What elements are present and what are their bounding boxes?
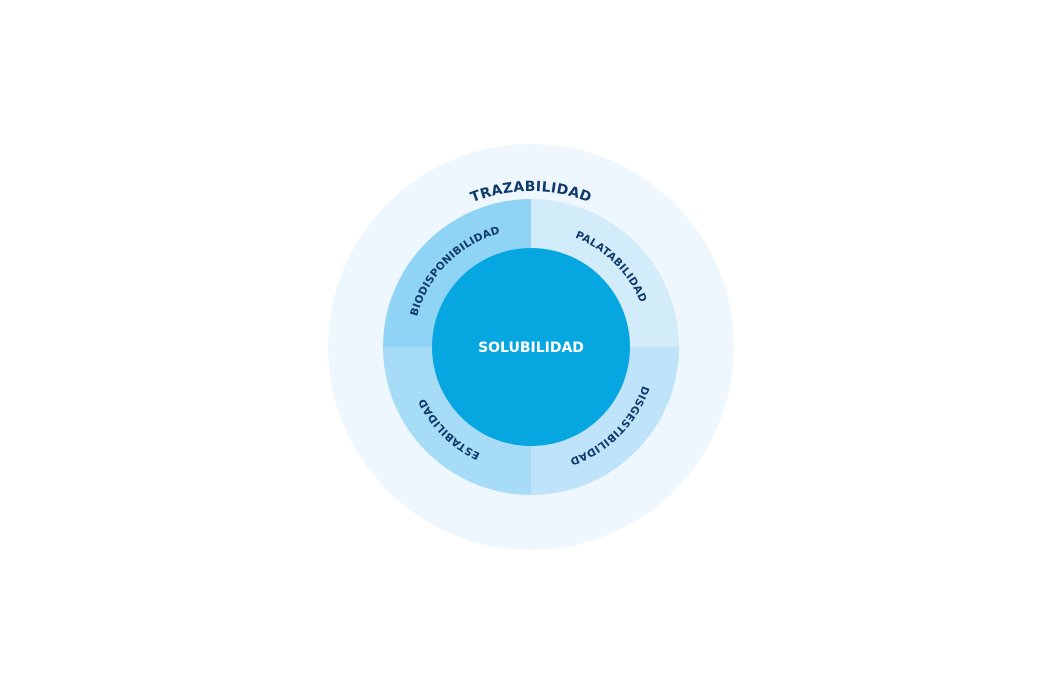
center-label: SOLUBILIDAD [478,340,584,356]
center-circle [432,248,630,446]
